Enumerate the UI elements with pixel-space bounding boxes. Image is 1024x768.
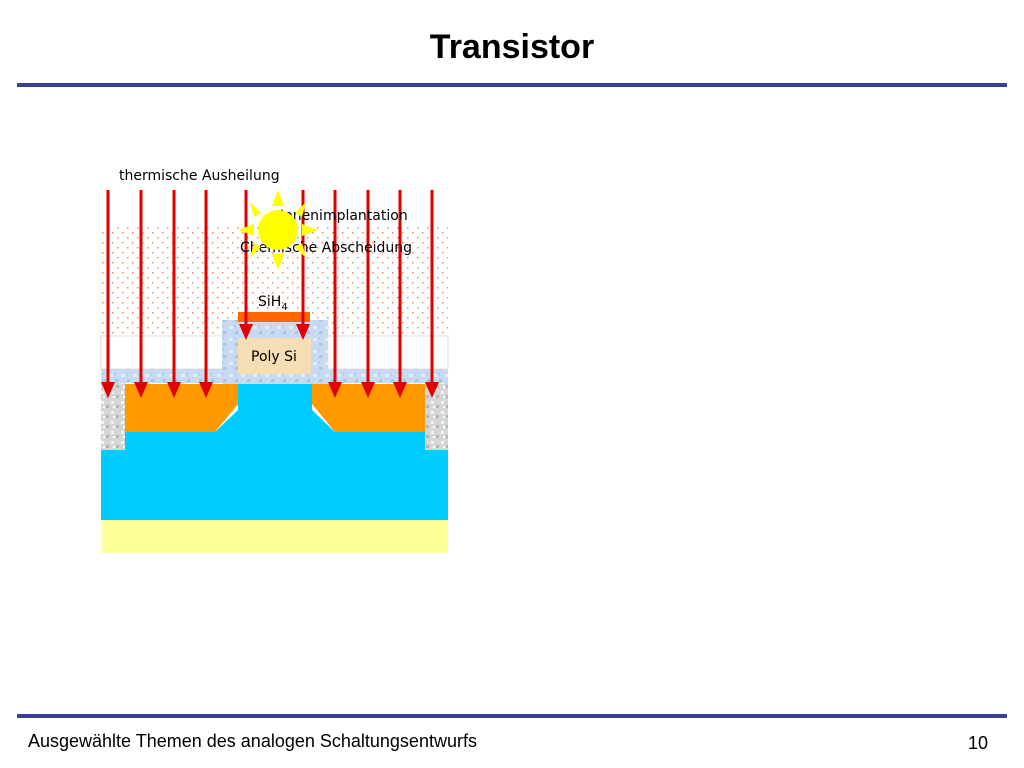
arrow-down-icon [167,190,181,398]
implant-arrows [101,190,439,398]
gate-cap [238,312,310,322]
footer-title: Ausgewählte Themen des analogen Schaltun… [28,731,477,751]
oxide-band-left [101,369,223,383]
field-oxide-right [425,383,448,450]
poly-si-gate [238,338,311,374]
arrow-down-icon [361,190,375,398]
drain-region [312,384,425,432]
anneal-label: thermische Ausheilung [119,168,280,184]
arrow-down-icon [101,190,115,398]
source-region [125,384,238,432]
sun-icon [238,190,318,270]
arrow-down-icon [239,190,253,340]
field-oxide-left [101,383,125,450]
arrow-down-icon [199,190,213,398]
arrow-down-icon [134,190,148,398]
substrate-well [101,384,448,520]
oxide-band-right [328,369,448,383]
arrow-down-icon [328,190,342,398]
footer-divider [17,714,1007,718]
arrow-down-icon [425,190,439,398]
bottom-layer [101,520,448,553]
arrow-down-icon [393,190,407,398]
implant-label: Ionenimplantation [280,208,408,224]
slide-title: Transistor [429,28,595,66]
gas-label: SiH4 [258,294,288,313]
poly-si-label: Poly Si [251,349,297,365]
page-number: 10 [967,733,988,753]
title-divider [17,83,1007,87]
